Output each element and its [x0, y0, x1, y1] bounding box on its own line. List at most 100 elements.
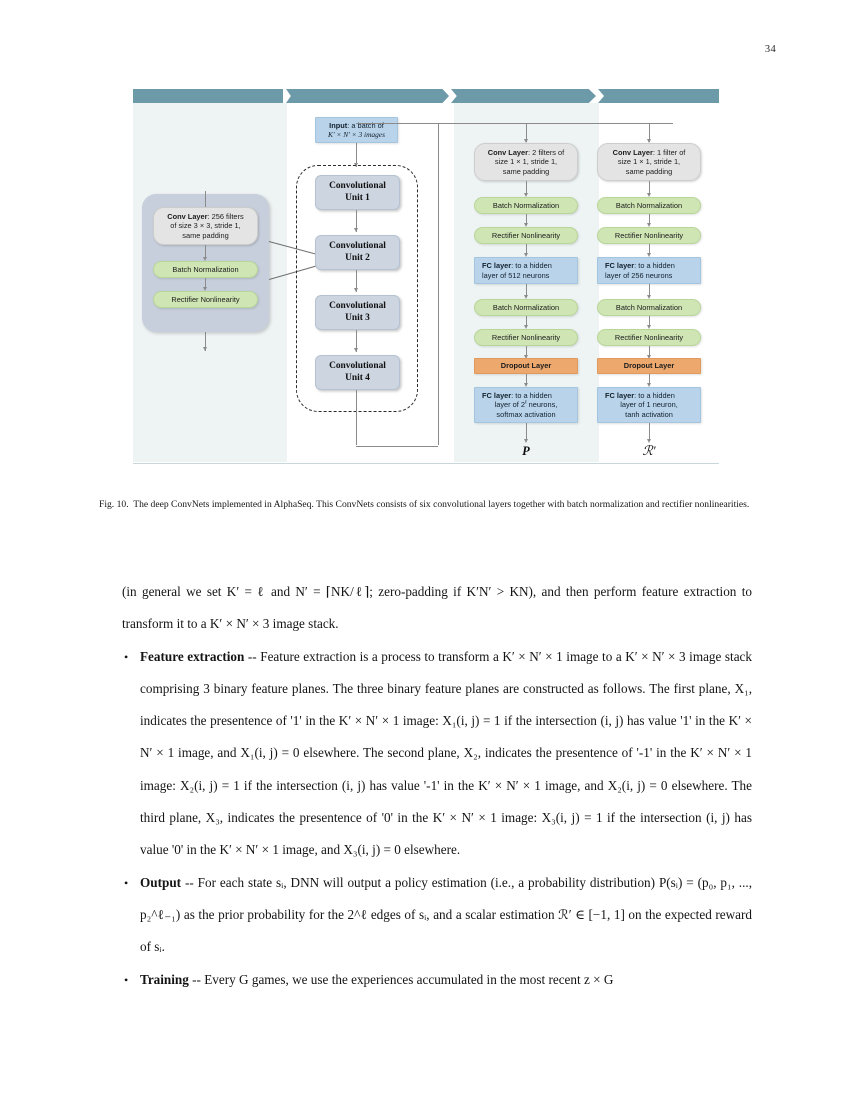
figure-banner	[133, 89, 719, 103]
connector-left-2-arrow	[202, 287, 207, 291]
figure-caption: Fig. 10. The deep ConvNets implemented i…	[99, 494, 751, 516]
connector-policy-1-arrow	[523, 193, 528, 197]
connector-policy-out-arrow	[523, 439, 528, 443]
value-dropout-layer-box: Dropout Layer	[597, 358, 701, 374]
connector-unit3-unit4	[356, 330, 357, 352]
connector-policy-1	[526, 181, 527, 195]
policy-fc1-bold: FC layer	[482, 261, 512, 271]
connector-value-4	[649, 284, 650, 297]
connector-policy-3-arrow	[523, 253, 528, 257]
connector-policy-6	[526, 346, 527, 357]
policy-conv-rest: : 2 filters of	[528, 148, 565, 158]
value-fc1-rest: : to a hidden	[634, 261, 675, 271]
connector-unit1-unit2	[356, 210, 357, 232]
banner-chevron-1	[133, 89, 283, 103]
input-bold: Input	[329, 120, 348, 130]
figure-convnet-architecture: Conv Layer : 256 filters of size 3 × 3, s…	[133, 89, 719, 464]
connector-policy-3	[526, 244, 527, 255]
policy-bn2-label: Batch Normalization	[492, 302, 560, 312]
connector-input-to-unit1	[356, 143, 357, 167]
value-batch-normalization-1-box: Batch Normalization	[597, 197, 701, 214]
policy-fc2-bold: FC layer	[482, 391, 512, 401]
unit3-line1: Convolutional	[329, 301, 386, 312]
connector-value-in	[649, 123, 650, 142]
connector-policy-7	[526, 374, 527, 385]
connector-value-in-arrow	[646, 139, 651, 143]
connector-unit4-down	[356, 390, 357, 445]
banner-chevron-4	[598, 89, 719, 103]
input-rest: : a batch of	[347, 120, 384, 130]
input-line2: K′ × N′ × 3 images	[328, 130, 385, 139]
connector-value-5	[649, 316, 650, 327]
unit4-line1: Convolutional	[329, 361, 386, 372]
bullet-training-term: Training	[140, 971, 189, 987]
connector-value-7	[649, 374, 650, 385]
value-fc2-line2: layer of 1 neuron,	[620, 400, 678, 410]
policy-fc2-line2-pre: layer of 2	[494, 400, 525, 410]
banner-chevron-3	[451, 89, 596, 103]
policy-batch-normalization-2-box: Batch Normalization	[474, 299, 578, 316]
value-fc2-rest: : to a hidden	[634, 391, 675, 401]
value-fc2-line3: tanh activation	[625, 409, 673, 419]
policy-fc2-rest: : to a hidden	[511, 391, 552, 401]
connector-policy-2	[526, 214, 527, 225]
connector-policy-7-arrow	[523, 383, 528, 387]
policy-rectifier-2-box: Rectifier Nonlinearity	[474, 329, 578, 346]
connector-policy-2-arrow	[523, 223, 528, 227]
policy-fc-layer-1-box: FC layer: to a hidden layer of 512 neuro…	[474, 257, 578, 284]
bullet-output-term: Output	[140, 874, 182, 890]
input-box: Input: a batch of K′ × N′ × 3 images	[315, 117, 398, 143]
policy-fc1-line2: layer of 512 neurons	[482, 270, 550, 280]
convolutional-unit-2-box: Convolutional Unit 2	[315, 235, 400, 270]
bullet-feature-extraction-text: Feature extraction is a process to trans…	[140, 648, 753, 858]
value-fc1-line2: layer of 256 neurons	[605, 270, 673, 280]
policy-conv-line3: same padding	[502, 166, 550, 176]
convolutional-unit-4-box: Convolutional Unit 4	[315, 355, 400, 390]
value-conv-rest: : 1 filter of	[652, 148, 686, 158]
unit2-line2: Unit 2	[345, 252, 370, 263]
conv-units-group-dashed-box	[296, 165, 418, 412]
connector-policy-4-arrow	[523, 295, 528, 299]
unit3-line2: Unit 3	[345, 312, 370, 323]
page-number: 34	[764, 44, 776, 55]
value-batch-normalization-2-box: Batch Normalization	[597, 299, 701, 316]
branch-anchor	[356, 123, 357, 124]
policy-conv-bold: Conv Layer	[487, 148, 529, 158]
value-bn2-label: Batch Normalization	[615, 302, 683, 312]
value-conv-line3: same padding	[625, 166, 673, 176]
connector-value-6	[649, 346, 650, 357]
connector-left-in	[205, 191, 206, 221]
left-rectifier-nonlinearity-box: Rectifier Nonlinearity	[153, 291, 258, 308]
policy-bn1-label: Batch Normalization	[492, 200, 560, 210]
value-conv-layer-box: Conv Layer: 1 filter of size 1 × 1, stri…	[597, 143, 701, 181]
branch-left-rail	[438, 123, 439, 445]
policy-dropout-layer-box: Dropout Layer	[474, 358, 578, 374]
policy-rect1-label: Rectifier Nonlinearity	[491, 230, 561, 240]
policy-batch-normalization-1-box: Batch Normalization	[474, 197, 578, 214]
left-conv-rest: : 256 filters	[207, 212, 244, 222]
unit4-line2: Unit 4	[345, 372, 370, 383]
bullet-feature-extraction-dash: --	[247, 648, 257, 664]
policy-fc2-line2-post: neurons,	[526, 400, 558, 410]
connector-value-3	[649, 244, 650, 255]
policy-fc2-line3: softmax activation	[496, 409, 556, 419]
value-rect1-label: Rectifier Nonlinearity	[614, 230, 684, 240]
bullet-training-text: Every G games, we use the experiences ac…	[200, 971, 614, 987]
body-text: (in general we set K′ = ℓ and N′ = ⌈NK/ℓ…	[122, 576, 752, 996]
value-fc1-bold: FC layer	[605, 261, 635, 271]
bullet-output-dash: --	[184, 874, 194, 890]
left-batch-norm-label: Batch Normalization	[172, 264, 239, 274]
left-batch-normalization-box: Batch Normalization	[153, 261, 258, 278]
bullet-output: Output -- For each state sᵢ, DNN will ou…	[122, 867, 752, 964]
connector-value-6-arrow	[646, 355, 651, 359]
branch-routing-box	[356, 123, 438, 447]
value-fc-layer-1-box: FC layer: to a hidden layer of 256 neuro…	[597, 257, 701, 284]
policy-conv-layer-box: Conv Layer: 2 filters of size 1 × 1, str…	[474, 143, 578, 181]
bullet-feature-extraction-term: Feature extraction	[140, 648, 245, 664]
value-rectifier-2-box: Rectifier Nonlinearity	[597, 329, 701, 346]
left-conv-line2: of size 3 × 3, stride 1,	[170, 221, 241, 231]
unit2-line1: Convolutional	[329, 241, 386, 252]
connector-value-2	[649, 214, 650, 225]
connector-value-4-arrow	[646, 295, 651, 299]
bullet-training: Training -- Every G games, we use the ex…	[122, 964, 752, 997]
